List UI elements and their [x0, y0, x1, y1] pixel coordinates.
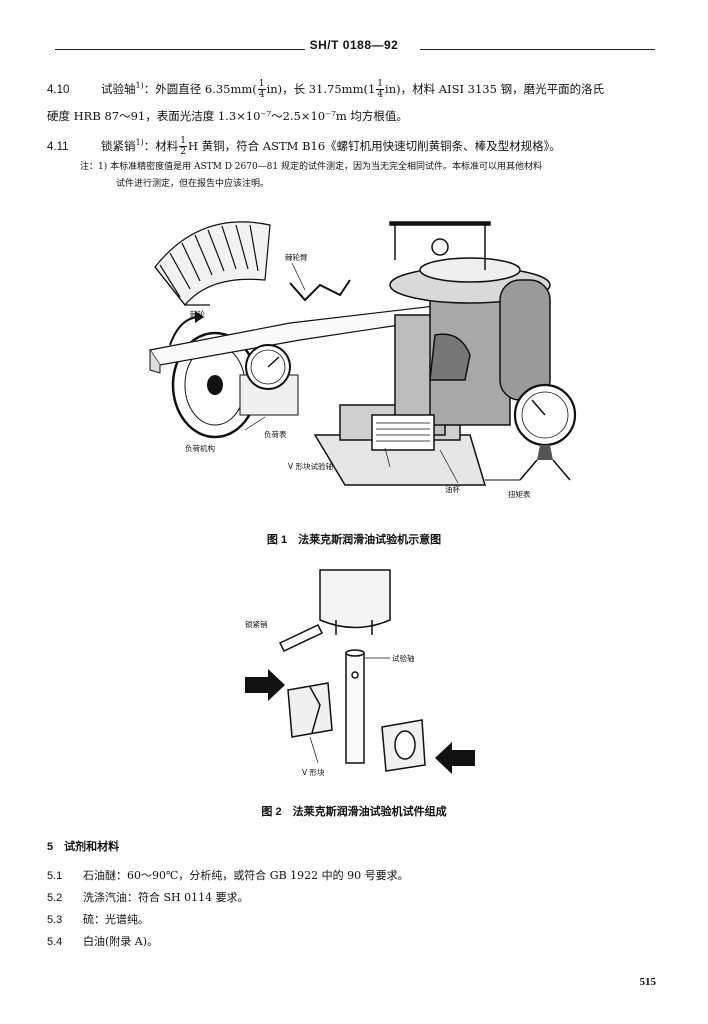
clause-number: 4.10 — [47, 83, 70, 96]
label-v-block-shaft: V 形块试验轴 — [288, 461, 333, 471]
test-shaft — [345, 652, 365, 764]
ratchet-detail — [154, 221, 271, 306]
page-number: 515 — [639, 976, 657, 988]
clause-continuation: 硬度 HRB 87～91，表面光洁度 1.3×10⁻⁷～2.5×10⁻⁷m 均方… — [47, 108, 408, 123]
torque-gauge — [485, 383, 577, 481]
clause-number: 4.11 — [47, 140, 69, 153]
arrow-right — [435, 742, 475, 774]
label-lock-pin: 锁紧销 — [245, 619, 268, 629]
label-torque-gauge: 扭矩表 — [508, 489, 531, 499]
machine-body — [313, 221, 551, 486]
label-ratchet-arm: 棘轮臂 — [285, 252, 308, 262]
ratchet-arm — [289, 279, 351, 302]
standard-code: SH/T 0188—92 — [309, 38, 399, 52]
arrow-left — [245, 669, 285, 701]
footnote: 注：1) 本标准精密度值是用 ASTM D 2670—81 规定的试件测定，因为… — [80, 162, 542, 189]
label-oil-cup: 油杯 — [445, 484, 460, 494]
chuck — [319, 569, 391, 629]
label-v-block: V 形块 — [302, 767, 325, 777]
oil-cup — [371, 414, 435, 451]
label-load-gauge: 负荷表 — [264, 429, 287, 439]
section-5-title: 5 试剂和材料 — [47, 841, 120, 853]
figure2-drawing: 锁紧销 试验轴 V 形块 — [245, 569, 475, 777]
label-test-shaft: 试验轴 — [392, 653, 415, 663]
v-block-left — [287, 682, 333, 738]
header-rule-right — [420, 49, 655, 50]
header-rule-left — [55, 49, 305, 50]
lock-pin — [278, 624, 324, 652]
figure1-drawing: 棘轮臂 棘轮 负荷机构 负荷表 V 形块试验轴 油杯 扭矩表 — [149, 221, 577, 499]
figure2-caption: 图 2 法莱克斯润滑油试验机试件组成 — [261, 806, 447, 818]
load-gauge — [239, 344, 299, 416]
label-load-mechanism: 负荷机构 — [185, 443, 215, 453]
figure1-caption: 图 1 法莱克斯润滑油试验机示意图 — [266, 534, 442, 546]
label-ratchet: 棘轮 — [190, 309, 205, 319]
